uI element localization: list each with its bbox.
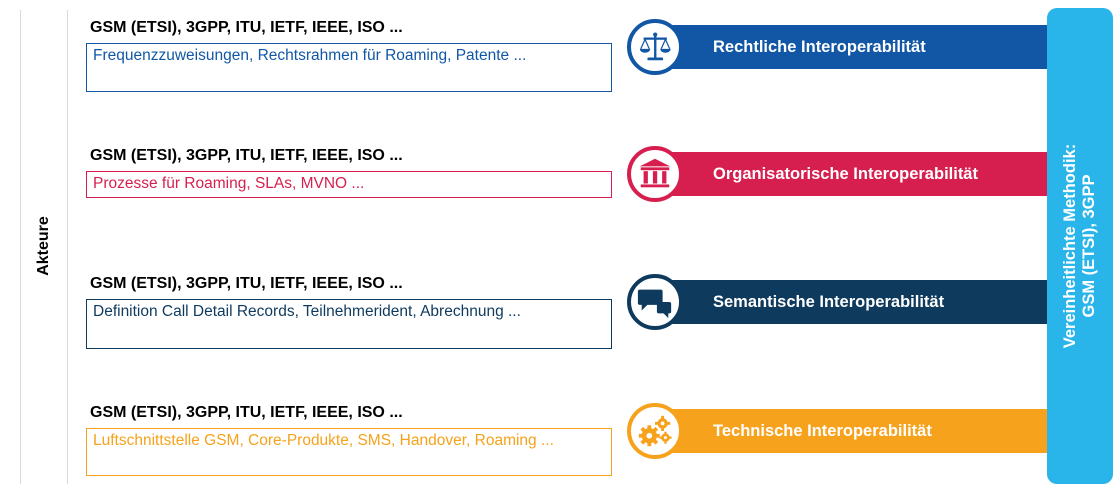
actors-column	[20, 10, 68, 484]
row-technical-actors: GSM (ETSI), 3GPP, ITU, IETF, IEEE, ISO .…	[90, 404, 403, 421]
row-organisational-ribbon: Organisatorische Interoperabilität	[655, 152, 1047, 196]
row-legal-level: Rechtliche Interoperabilität	[713, 37, 926, 56]
gears-icon	[638, 415, 672, 447]
row-semantic-ribbon: Semantische Interoperabilität	[655, 280, 1047, 324]
methodology-line-1: Vereinheitlichte Methodik:	[1061, 143, 1079, 349]
row-semantic-actors: GSM (ETSI), 3GPP, ITU, IETF, IEEE, ISO .…	[90, 275, 403, 292]
row-organisational-description: Prozesse für Roaming, SLAs, MVNO ...	[86, 171, 612, 198]
row-semantic-level: Semantische Interoperabilität	[713, 292, 945, 311]
row-legal-description: Frequenzzuweisungen, Rechtsrahmen für Ro…	[86, 43, 612, 92]
row-semantic-icon-circle	[627, 274, 683, 330]
row-legal-actors: GSM (ETSI), 3GPP, ITU, IETF, IEEE, ISO .…	[90, 19, 403, 36]
actors-label: Akteure	[35, 216, 52, 276]
methodology-line-2: GSM (ETSI), 3GPP	[1080, 174, 1098, 318]
methodology-bar	[1047, 8, 1113, 484]
row-legal-ribbon: Rechtliche Interoperabilität	[655, 25, 1047, 69]
row-organisational-actors: GSM (ETSI), 3GPP, ITU, IETF, IEEE, ISO .…	[90, 147, 403, 164]
row-organisational-level: Organisatorische Interoperabilität	[713, 164, 978, 183]
row-semantic: GSM (ETSI), 3GPP, ITU, IETF, IEEE, ISO .…	[86, 275, 612, 349]
speech-bubbles-icon	[637, 289, 672, 319]
row-technical: GSM (ETSI), 3GPP, ITU, IETF, IEEE, ISO .…	[86, 404, 612, 476]
row-legal: GSM (ETSI), 3GPP, ITU, IETF, IEEE, ISO .…	[86, 19, 612, 92]
row-legal-icon-circle	[627, 19, 683, 75]
row-technical-level: Technische Interoperabilität	[713, 421, 932, 440]
row-organisational-icon-circle	[627, 146, 683, 202]
scales-icon	[639, 32, 671, 61]
row-technical-ribbon: Technische Interoperabilität	[655, 409, 1047, 453]
methodology-label: Vereinheitlichte Methodik: GSM (ETSI), 3…	[1061, 144, 1099, 348]
institution-icon	[639, 158, 671, 188]
row-technical-icon-circle	[627, 403, 683, 459]
row-semantic-description: Definition Call Detail Records, Teilnehm…	[86, 299, 612, 349]
row-organisational: GSM (ETSI), 3GPP, ITU, IETF, IEEE, ISO .…	[86, 147, 612, 198]
row-technical-description: Luftschnittstelle GSM, Core-Produkte, SM…	[86, 428, 612, 476]
